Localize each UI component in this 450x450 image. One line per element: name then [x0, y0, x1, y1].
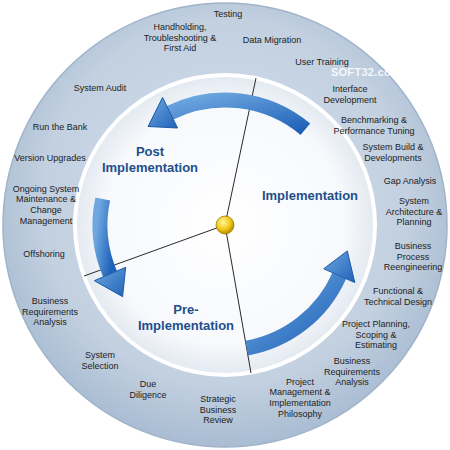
activity-label: System Architecture & Planning	[382, 196, 446, 228]
center-dot	[216, 216, 234, 234]
phase-sector: Implementation	[255, 188, 365, 204]
arrow-head	[94, 267, 125, 296]
arrow-shaft	[100, 199, 110, 274]
cycle-arrow	[247, 251, 355, 348]
outer-ring	[3, 3, 447, 447]
arrow-shaft	[170, 100, 305, 129]
arrow-head	[324, 251, 355, 283]
activity-label: Functional & Technical Design	[363, 286, 433, 307]
activity-label: System Audit	[65, 83, 135, 94]
activity-label: Interface Development	[319, 84, 381, 105]
activity-label: Strategic Business Review	[188, 394, 248, 426]
activity-label: Business Process Reengineering	[380, 241, 446, 273]
activity-label: Benchmarking & Performance Tuning	[329, 115, 419, 136]
activity-label: System Selection	[74, 350, 126, 371]
activity-label: Data Migration	[232, 35, 312, 46]
activity-label: Version Upgrades	[10, 153, 90, 164]
activity-label: Run the Bank	[25, 122, 95, 133]
phase-sector: Pre- Implementation	[136, 302, 236, 333]
activity-label: Gap Analysis	[379, 176, 441, 187]
activity-label: Testing	[198, 9, 258, 20]
activity-label: Business Requirements Analysis	[319, 356, 385, 388]
phase-sector: Post Implementation	[95, 144, 205, 175]
activity-label: Business Requirements Analysis	[17, 296, 83, 328]
cycle-arrow	[94, 199, 125, 297]
cycle-arrow	[148, 97, 305, 129]
arrow-shaft	[247, 276, 340, 348]
activity-label: Handholding, Troubleshooting & First Aid	[138, 22, 222, 54]
sector-divider	[225, 225, 251, 373]
phase-label: Post Implementation	[95, 144, 205, 175]
activity-label: Project Management & Implementation Phil…	[260, 377, 340, 419]
phase-label: Implementation	[255, 188, 365, 204]
activity-label: Offshoring	[14, 249, 74, 260]
activity-label: Due Diligence	[123, 379, 173, 400]
arrow-head	[148, 97, 177, 128]
activity-label: Ongoing System Maintenance & Change Mana…	[12, 184, 80, 226]
phase-label: Pre- Implementation	[136, 302, 236, 333]
activity-label: Project Planning, Scoping & Estimating	[336, 319, 416, 351]
watermark: SOFT32.com	[326, 66, 406, 79]
activity-label: System Build & Developments	[358, 142, 428, 163]
inner-circle	[75, 75, 375, 375]
